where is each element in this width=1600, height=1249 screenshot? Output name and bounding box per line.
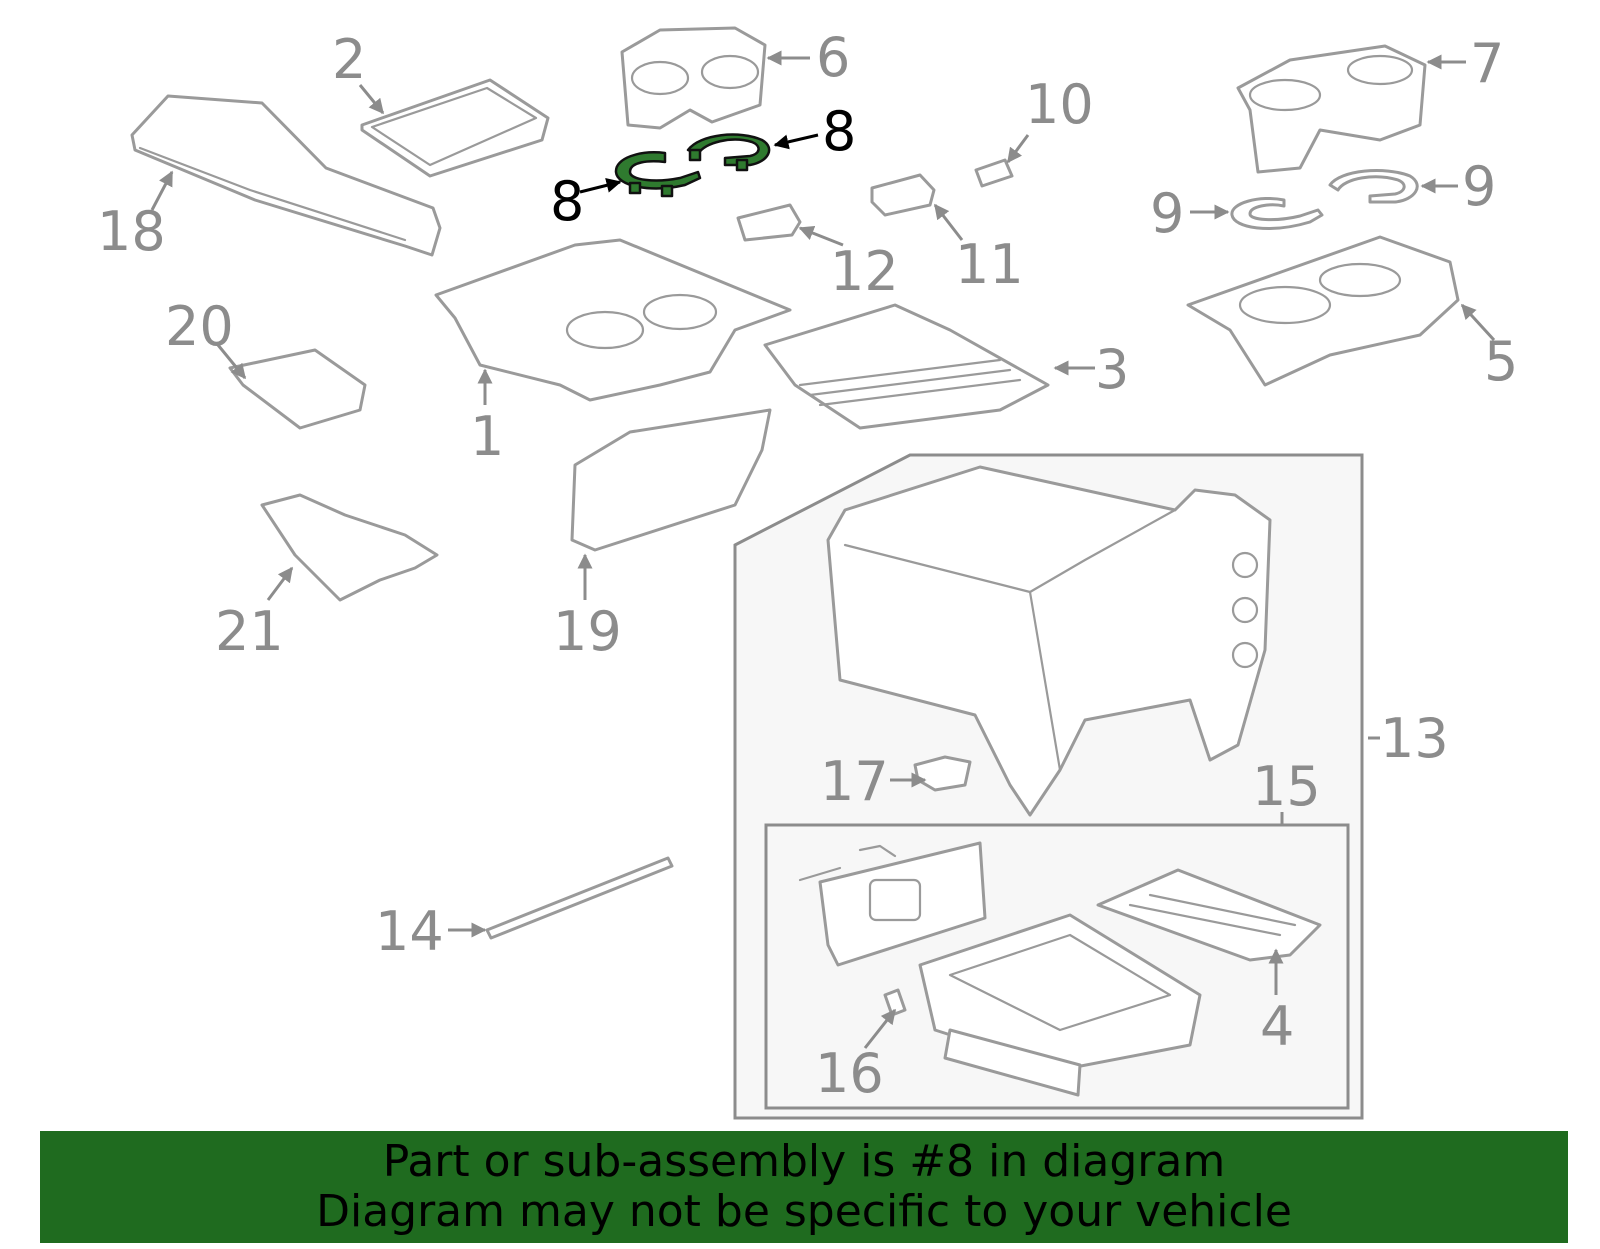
part-7-cup-holder-top[interactable] (1236, 44, 1427, 174)
callout-11: 11 (955, 233, 1024, 296)
callout-16: 16 (815, 1042, 884, 1105)
part-10-plug[interactable] (974, 158, 1014, 188)
callout-20: 20 (165, 295, 234, 358)
part-15-latch[interactable] (943, 1028, 1082, 1097)
callout-8-top: 8 (822, 100, 856, 163)
callout-6: 6 (816, 26, 850, 89)
part-9-ring-right[interactable] (1328, 169, 1419, 204)
part-15-pin[interactable] (798, 844, 897, 882)
part-16-fastener[interactable] (883, 988, 907, 1017)
part-13-console-body[interactable] (826, 465, 1272, 817)
callout-12: 12 (830, 240, 899, 303)
part-15-latch-panel[interactable] (818, 841, 987, 967)
part-19-side-panel[interactable] (570, 408, 772, 552)
part-8-retainer-ring-right[interactable] (686, 133, 771, 172)
banner-line-2: Diagram may not be specific to your vehi… (316, 1186, 1292, 1237)
callout-1: 1 (470, 405, 504, 468)
callout-2: 2 (332, 28, 366, 91)
part-21-bracket[interactable] (260, 493, 439, 602)
leader-lines (150, 50, 1496, 1049)
part-4-mat[interactable] (1096, 868, 1322, 962)
callout-8-left: 8 (550, 170, 584, 233)
callout-9-right: 9 (1462, 155, 1496, 218)
callout-5: 5 (1484, 330, 1518, 393)
part-9-ring-left[interactable] (1230, 196, 1324, 230)
callout-14: 14 (375, 900, 444, 963)
part-2-tray[interactable] (360, 78, 550, 178)
callout-10: 10 (1025, 73, 1094, 136)
callout-19: 19 (553, 600, 622, 663)
part-5-cup-holder-trim[interactable] (1186, 235, 1460, 387)
part-20-module[interactable] (228, 348, 367, 430)
callout-21: 21 (215, 600, 284, 663)
callout-9-left: 9 (1150, 182, 1184, 245)
callout-15: 15 (1252, 755, 1321, 818)
part-11-socket[interactable] (870, 173, 936, 217)
part-15-lid-tray[interactable] (918, 913, 1202, 1072)
part-3-mat-tray[interactable] (763, 303, 1050, 430)
callout-4: 4 (1260, 995, 1294, 1058)
callout-7: 7 (1470, 32, 1504, 95)
highlight-banner: Part or sub-assembly is #8 in diagram Di… (40, 1131, 1568, 1243)
callout-13: 13 (1380, 707, 1449, 770)
callout-3: 3 (1095, 338, 1129, 401)
part-12-switch[interactable] (736, 203, 802, 242)
part-1-console-base[interactable] (434, 238, 792, 402)
callout-17: 17 (820, 750, 889, 813)
part-6-cup-holder-insert[interactable] (620, 26, 767, 130)
part-8-retainer-ring-left[interactable] (614, 151, 702, 198)
part-18-trim-panel[interactable] (130, 94, 442, 257)
callout-18: 18 (97, 200, 166, 263)
banner-line-1: Part or sub-assembly is #8 in diagram (382, 1136, 1226, 1187)
part-14-rod[interactable] (485, 856, 674, 940)
